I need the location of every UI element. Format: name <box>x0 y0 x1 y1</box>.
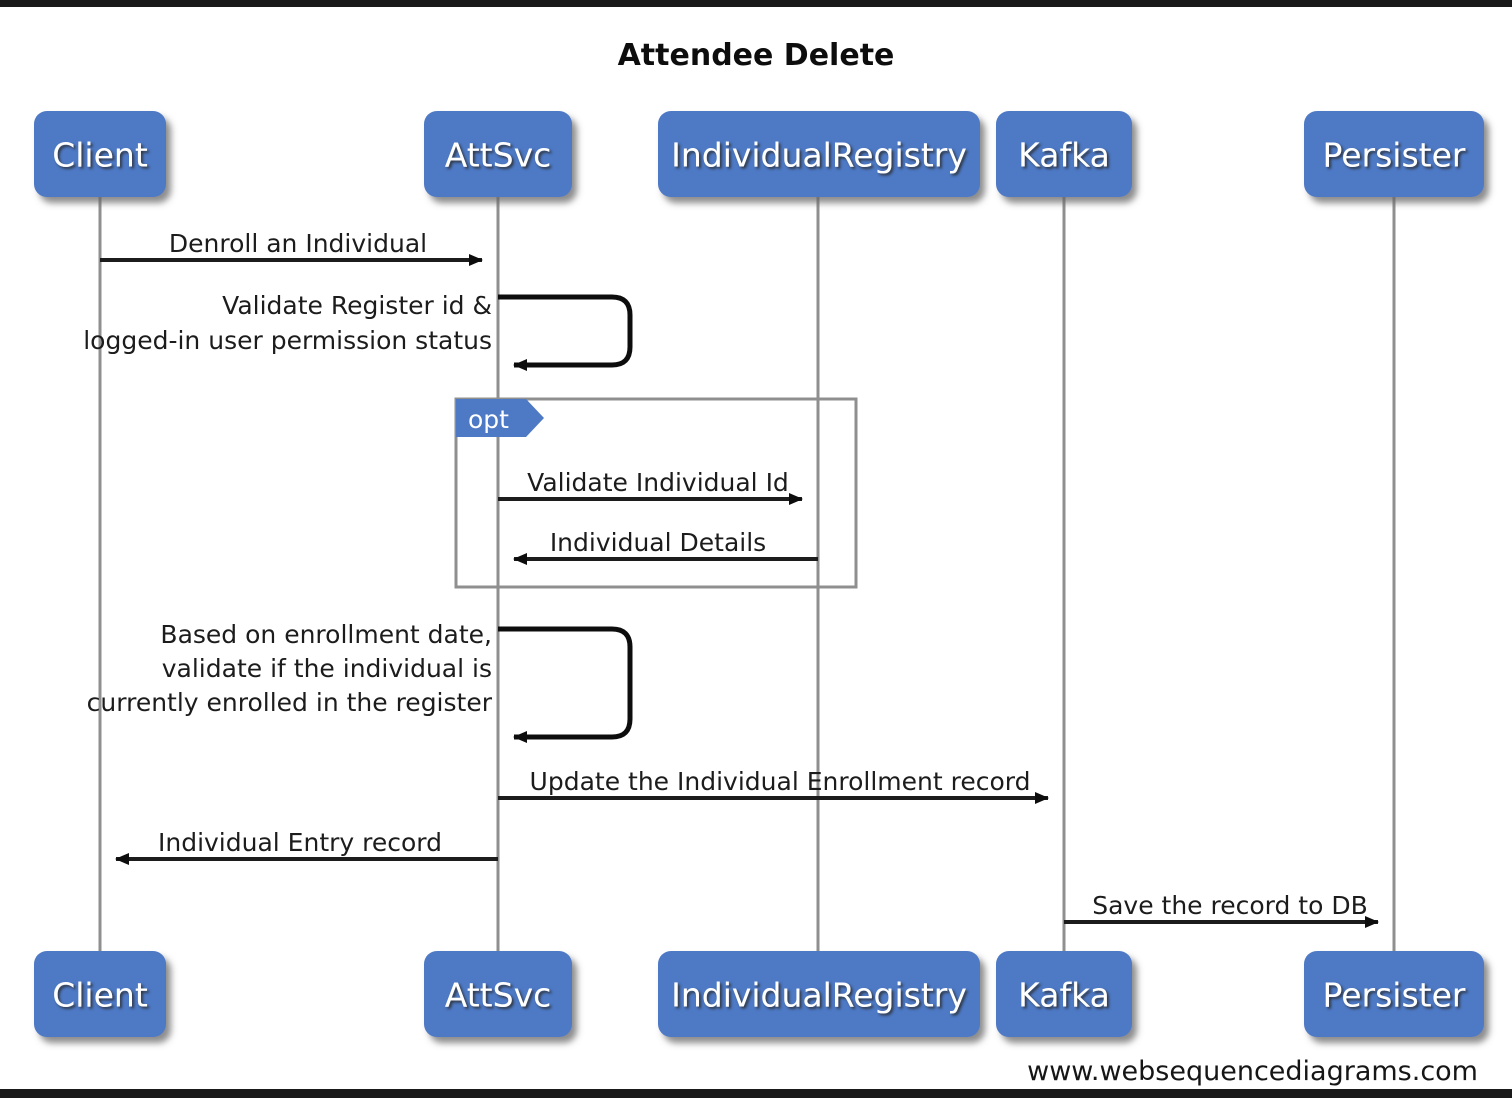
message-enrollment-check-arrow <box>498 626 633 743</box>
actors-bottom: Client AttSvc IndividualRegistry Kafka P… <box>34 951 1484 1037</box>
actor-attsvc-bottom-box[interactable] <box>424 951 572 1037</box>
actor-attsvc-top[interactable]: AttSvc <box>424 111 572 197</box>
message-validate-individual-id: Validate Individual Id <box>498 468 803 505</box>
fragment-opt-tag <box>456 399 544 437</box>
footer-watermark: www.websequencediagrams.com <box>1027 1056 1478 1087</box>
actor-client-top-label: Client <box>52 136 148 175</box>
actor-attsvc-top-box[interactable] <box>424 111 572 197</box>
message-individual-details-label: Individual Details <box>550 528 766 557</box>
actor-client-top-box[interactable] <box>34 111 166 197</box>
actor-client-top[interactable]: Client <box>34 111 166 197</box>
actors-top: Client AttSvc IndividualRegistry Kafka P… <box>34 111 1484 197</box>
actor-attsvc-top-label: AttSvc <box>445 136 552 175</box>
actor-individualregistry-bottom-box[interactable] <box>658 951 980 1037</box>
actor-individualregistry-top-label: IndividualRegistry <box>671 136 967 175</box>
message-update-enrollment: Update the Individual Enrollment record <box>498 767 1049 804</box>
message-save-record: Save the record to DB <box>1064 891 1379 928</box>
actor-persister-bottom-box[interactable] <box>1304 951 1484 1037</box>
message-validate-register-label-line1: Validate Register id & <box>222 291 492 320</box>
page-title: Attendee Delete <box>618 38 895 73</box>
message-enrollment-check: Based on enrollment date, validate if th… <box>87 620 633 743</box>
message-enrollment-check-label-line1: Based on enrollment date, <box>160 620 492 649</box>
actor-kafka-bottom-box[interactable] <box>996 951 1132 1037</box>
message-individual-details: Individual Details <box>513 528 818 565</box>
fragment-opt: opt <box>454 397 858 589</box>
actor-persister-bottom-label: Persister <box>1323 976 1466 1015</box>
message-validate-register-label-line2: logged-in user permission status <box>83 326 492 355</box>
actor-individualregistry-top-box[interactable] <box>658 111 980 197</box>
message-update-enrollment-label: Update the Individual Enrollment record <box>530 767 1031 796</box>
actor-persister-top-label: Persister <box>1323 136 1466 175</box>
message-enrollment-check-label-line3: currently enrolled in the register <box>87 688 493 717</box>
message-denroll-label: Denroll an Individual <box>169 229 427 258</box>
actor-individualregistry-top[interactable]: IndividualRegistry <box>658 111 980 197</box>
actor-individualregistry-bottom[interactable]: IndividualRegistry <box>658 951 980 1037</box>
message-save-record-label: Save the record to DB <box>1092 891 1368 920</box>
actor-client-bottom-label: Client <box>52 976 148 1015</box>
sequence-diagram: Attendee Delete opt Denroll an Individua… <box>34 38 1484 1087</box>
actor-persister-top-box[interactable] <box>1304 111 1484 197</box>
actor-kafka-bottom-label: Kafka <box>1018 976 1110 1015</box>
message-validate-register: Validate Register id & logged-in user pe… <box>83 291 633 371</box>
message-individual-entry-record-label: Individual Entry record <box>158 828 442 857</box>
message-enrollment-check-label-line2: validate if the individual is <box>162 654 492 683</box>
fragment-opt-label: opt <box>468 405 509 434</box>
actor-attsvc-bottom[interactable]: AttSvc <box>424 951 572 1037</box>
actor-kafka-top[interactable]: Kafka <box>996 111 1132 197</box>
actor-kafka-bottom[interactable]: Kafka <box>996 951 1132 1037</box>
actor-client-bottom-box[interactable] <box>34 951 166 1037</box>
actor-client-bottom[interactable]: Client <box>34 951 166 1037</box>
actor-attsvc-bottom-label: AttSvc <box>445 976 552 1015</box>
lifelines-group <box>98 197 1396 951</box>
actor-persister-bottom[interactable]: Persister <box>1304 951 1484 1037</box>
actor-kafka-top-box[interactable] <box>996 111 1132 197</box>
message-denroll: Denroll an Individual <box>100 229 483 266</box>
fragment-opt-frame <box>454 397 858 589</box>
actor-kafka-top-label: Kafka <box>1018 136 1110 175</box>
message-validate-register-arrow <box>498 294 633 371</box>
actor-individualregistry-bottom-label: IndividualRegistry <box>671 976 967 1015</box>
actor-persister-top[interactable]: Persister <box>1304 111 1484 197</box>
message-individual-entry-record: Individual Entry record <box>115 828 498 865</box>
message-validate-individual-id-label: Validate Individual Id <box>527 468 789 497</box>
